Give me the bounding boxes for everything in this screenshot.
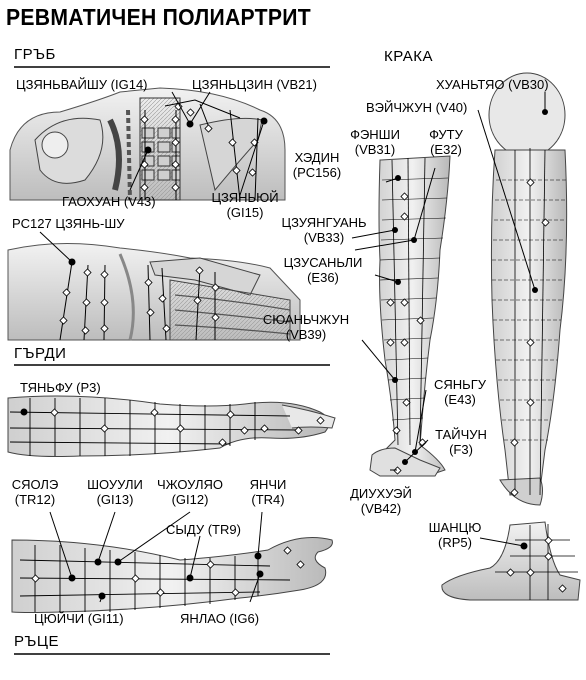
arm-lower-figure	[11, 511, 333, 613]
label-v40: ВЭЙЧЖУН (V40)	[366, 100, 468, 115]
arm-upper-figure	[7, 395, 336, 457]
back-figure	[9, 87, 286, 201]
label-pc156-name: ХЭДИН	[294, 150, 340, 165]
label-tr4-name: ЯНЧИ	[249, 477, 287, 492]
label-pc156: ХЭДИН (PC156)	[282, 150, 352, 180]
label-gi12: ЧЖОУЛЯО (GI12)	[150, 477, 230, 507]
section-arms: РЪЦЕ	[14, 633, 59, 650]
label-e43-name: СЯНЬГУ	[434, 377, 486, 392]
label-vb42: ДИУХУЭЙ (VB42)	[336, 486, 426, 516]
section-back: ГРЪБ	[14, 46, 56, 63]
label-rp5-code: (RP5)	[438, 535, 472, 550]
label-vb39-name: СЮАНЬЧЖУН	[262, 312, 350, 327]
label-vb31-code: (VB31)	[354, 142, 396, 157]
label-gi15-code: (GI15)	[226, 205, 264, 220]
label-gi13: ШОУУЛИ (GI13)	[84, 477, 146, 507]
label-ig6: ЯНЛАО (IG6)	[180, 611, 260, 626]
front-leg-figure	[351, 155, 451, 477]
label-tr12-name: СЯОЛЭ	[11, 477, 59, 492]
section-chest: ГЪРДИ	[14, 345, 67, 362]
label-vb42-code: (VB42)	[360, 501, 402, 516]
label-vb21: ЦЗЯНЬЦЗИН (VB21)	[192, 77, 317, 92]
chest-figure	[7, 231, 301, 341]
label-tr4-code: (TR4)	[251, 492, 285, 507]
label-e43-code: (E43)	[444, 392, 476, 407]
label-e43: СЯНЬГУ (E43)	[424, 377, 496, 407]
label-gi13-code: (GI13)	[96, 492, 134, 507]
label-vb31: ФЭНШИ (VB31)	[346, 127, 404, 157]
label-gi15: ЦЗЯНЬЮЙ (GI15)	[210, 190, 280, 220]
label-pc127: PC127 ЦЗЯНЬ-ШУ	[12, 216, 125, 231]
foot-figure	[441, 521, 581, 601]
label-rp5-name: ШАНЦЮ	[428, 520, 482, 535]
label-rp5: ШАНЦЮ (RP5)	[420, 520, 490, 550]
back-leg-figure	[477, 72, 568, 506]
label-e32-name: ФУТУ	[429, 127, 463, 142]
label-e36: ЦЗУСАНЬЛИ (E36)	[268, 255, 378, 285]
label-tr12-code: (TR12)	[14, 492, 56, 507]
label-vb31-name: ФЭНШИ	[350, 127, 400, 142]
label-v43: ГАОХУАН (V43)	[62, 194, 156, 209]
label-vb39: СЮАНЬЧЖУН (VB39)	[250, 312, 362, 342]
label-gi11: ЦЮЙЧИ (GI11)	[34, 611, 124, 626]
label-gi13-name: ШОУУЛИ	[87, 477, 143, 492]
label-gi15-name: ЦЗЯНЬЮЙ	[211, 190, 279, 205]
page-title: РЕВМАТИЧЕН ПОЛИАРТРИТ	[6, 4, 311, 30]
label-gi12-code: (GI12)	[171, 492, 209, 507]
label-vb33: ЦЗУЯНГУАНЬ (VB33)	[264, 215, 384, 245]
label-tr4: ЯНЧИ (TR4)	[244, 477, 292, 507]
label-vb39-code: (VB39)	[285, 327, 327, 342]
label-vb33-code: (VB33)	[303, 230, 345, 245]
label-vb42-name: ДИУХУЭЙ	[350, 486, 412, 501]
label-e36-code: (E36)	[307, 270, 339, 285]
label-tr12: СЯОЛЭ (TR12)	[6, 477, 64, 507]
label-f3-code: (F3)	[449, 442, 473, 457]
label-ig14: ЦЗЯНЬВАЙШУ (IG14)	[16, 77, 148, 92]
label-e32: ФУТУ (E32)	[422, 127, 470, 157]
label-vb30: ХУАНЬТЯО (VB30)	[436, 77, 549, 92]
label-e32-code: (E32)	[430, 142, 462, 157]
label-pc156-code: (PC156)	[292, 165, 342, 180]
section-legs: КРАКА	[384, 48, 433, 65]
label-p3: ТЯНЬФУ (P3)	[20, 380, 101, 395]
label-f3: ТАЙЧУН (F3)	[426, 427, 496, 457]
label-tr9: СЫДУ (TR9)	[166, 522, 241, 537]
label-f3-name: ТАЙЧУН	[435, 427, 487, 442]
label-gi12-name: ЧЖОУЛЯО	[156, 477, 224, 492]
label-e36-name: ЦЗУСАНЬЛИ	[283, 255, 363, 270]
label-vb33-name: ЦЗУЯНГУАНЬ	[281, 215, 367, 230]
